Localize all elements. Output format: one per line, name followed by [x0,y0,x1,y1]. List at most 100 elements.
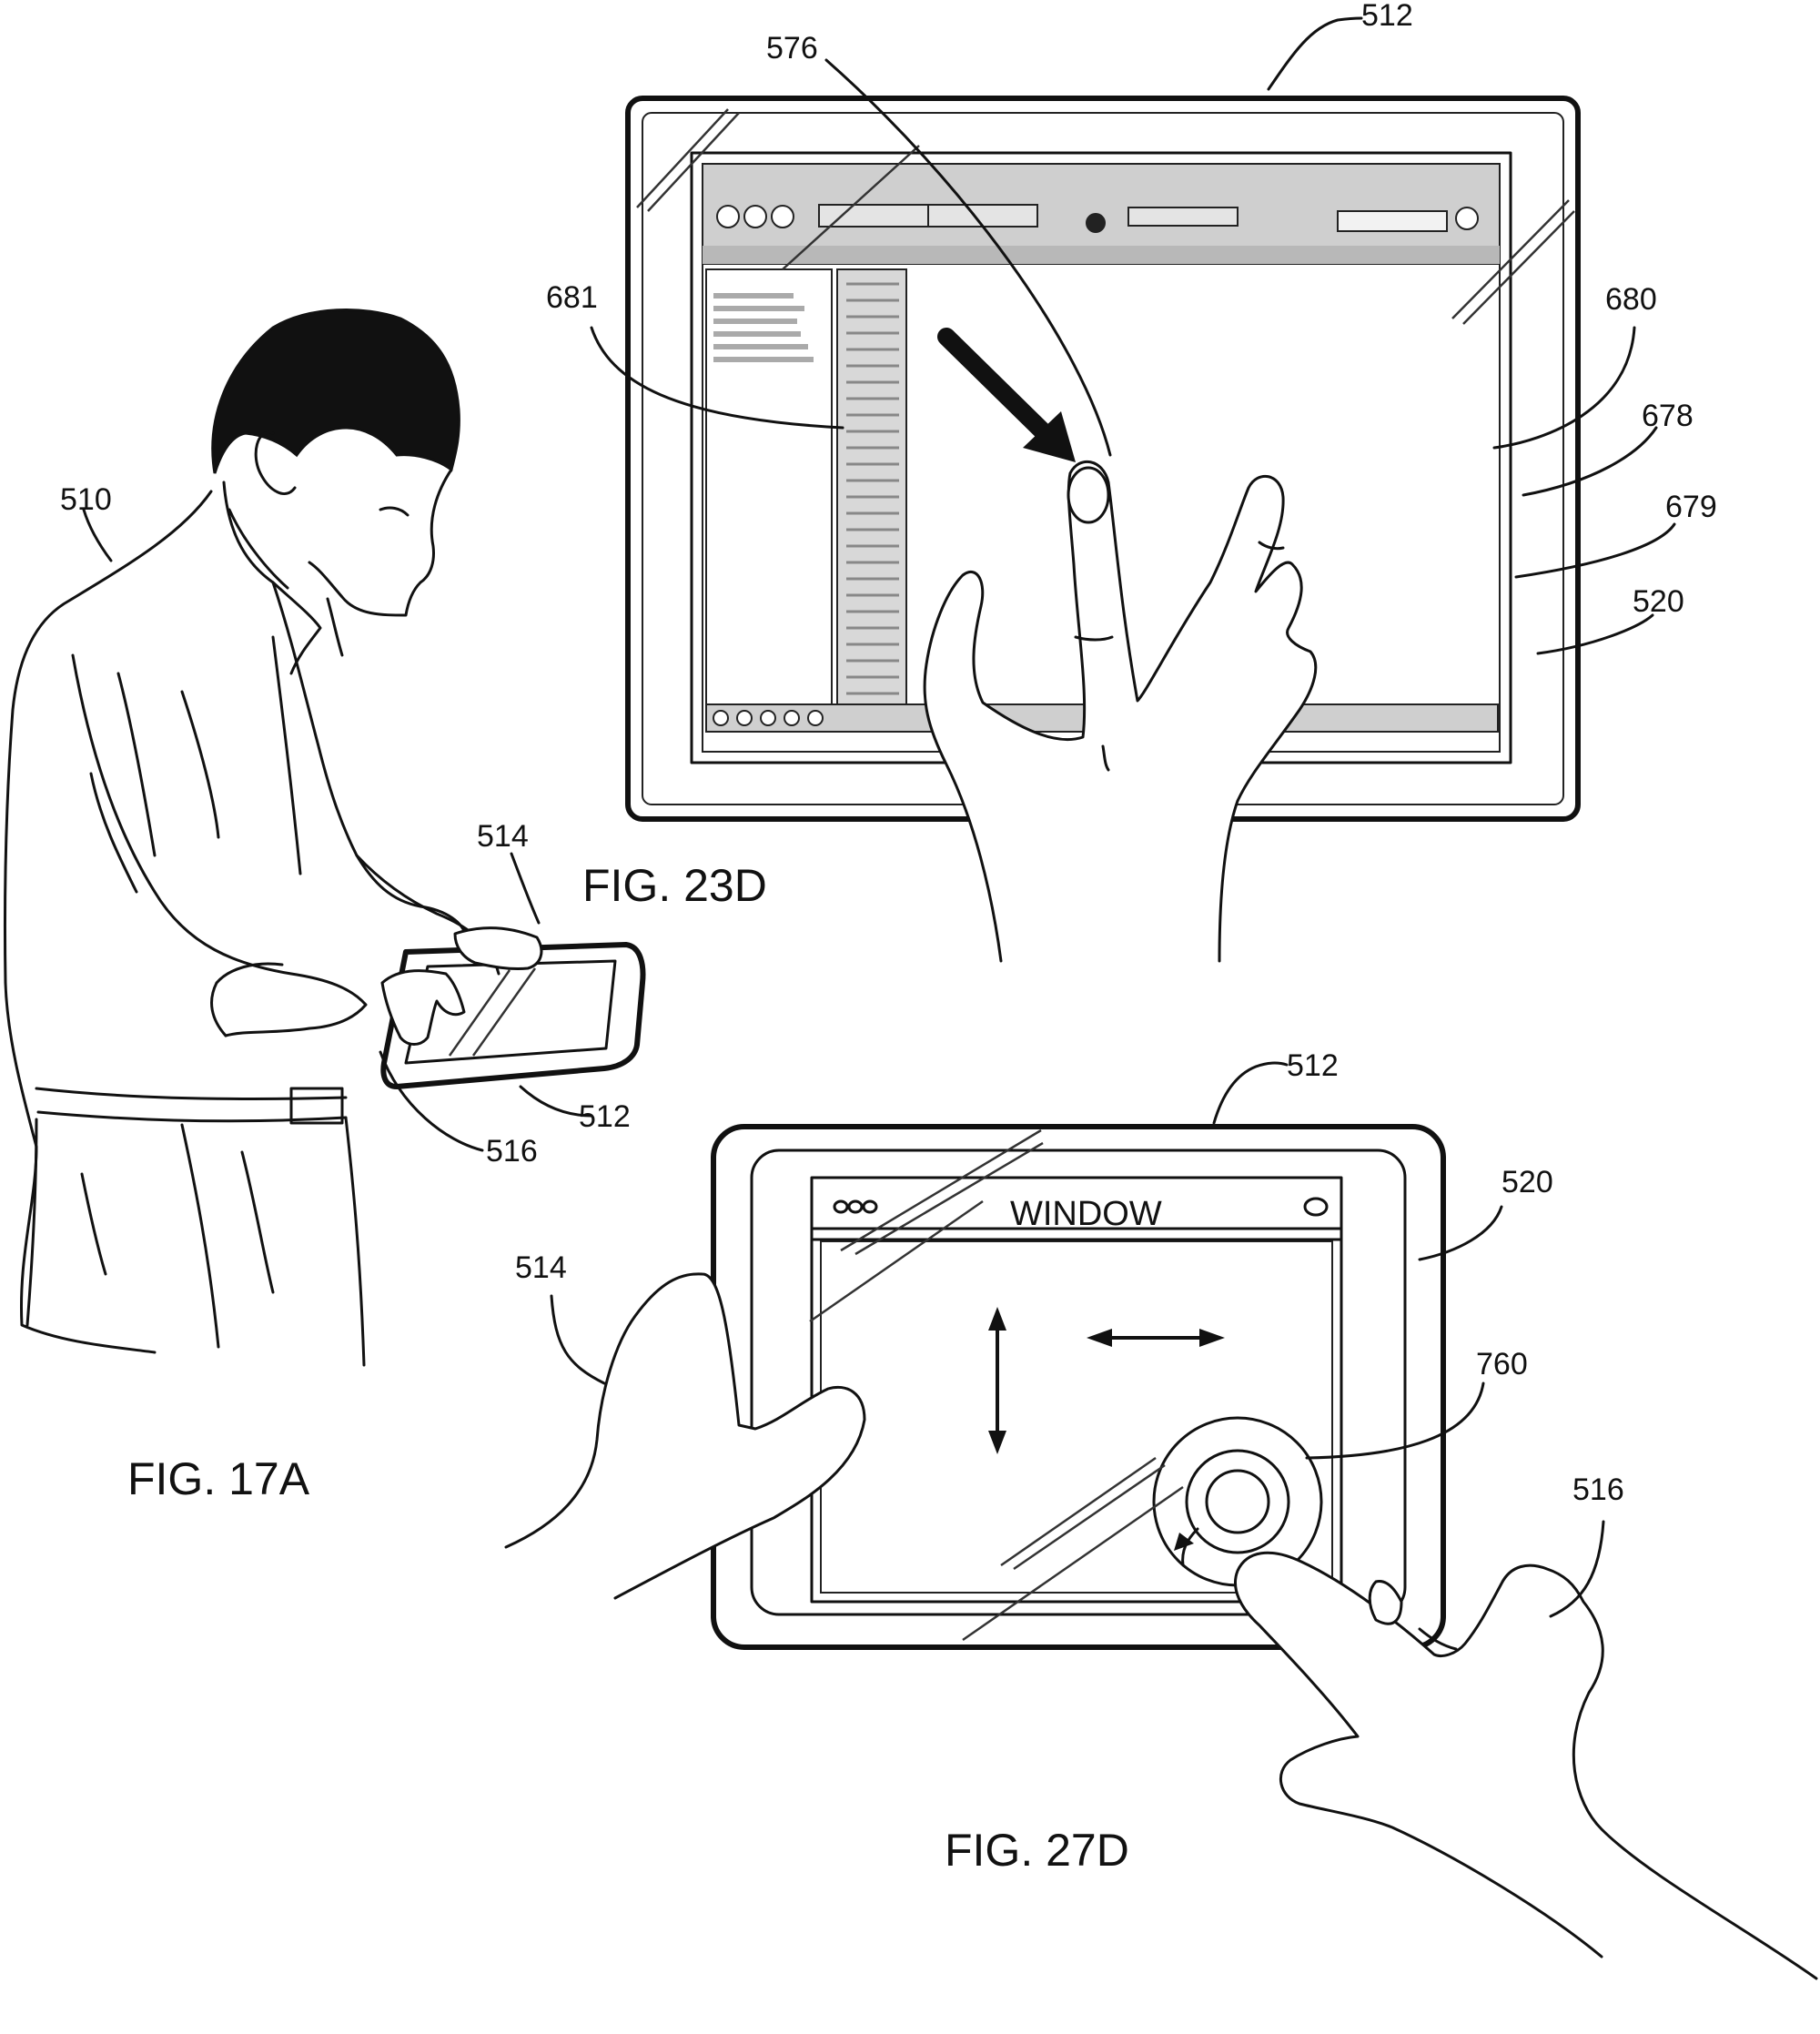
window-control-minimize[interactable] [847,1199,864,1214]
ref-516-17a: 516 [486,1134,538,1169]
person-neck [222,481,344,657]
ref-520-23d: 520 [1633,584,1684,619]
person-arm-left-cuff [210,962,284,1037]
hand-27d-right [1234,1551,1818,1980]
device-17a-body [380,942,646,1089]
leader-510 [82,508,113,562]
leader-680 [1492,326,1636,450]
person-face [308,468,453,617]
leader-520-27d [1418,1205,1503,1261]
ref-512-23d: 512 [1361,0,1413,33]
sidebar-item-4[interactable] [713,331,801,337]
leader-516-17a [379,1050,484,1152]
device-17a [380,942,646,1089]
toolbar-23d-strip [703,246,1500,264]
ref-510: 510 [60,482,112,517]
sidebar-item-3[interactable] [713,319,797,324]
bottom-button-4[interactable] [784,710,800,726]
hand-17a-holding [453,926,543,970]
window-control-close[interactable] [833,1199,849,1214]
sidebar-item-6[interactable] [713,357,814,362]
scroll-left-arrowhead [1087,1329,1112,1347]
finger-crease-3 [1101,744,1110,772]
device-17a-glare-2 [471,967,537,1057]
fig-23d: 512 576 681 680 678 679 520 FIG. 23D [546,0,1717,963]
glare-23d-2 [647,112,740,212]
ref-679: 679 [1665,490,1717,524]
fig-17a: 510 514 512 516 FIG. 17A [3,309,646,1504]
sidebar-item-1[interactable] [713,293,794,299]
toolbar-stop-button[interactable] [771,205,794,228]
apple-logo-icon [1086,213,1106,233]
sidebar-item-2[interactable] [713,306,804,311]
person-ear [254,430,297,495]
scroll-down-arrowhead [988,1431,1006,1454]
toolbar-search-icon[interactable] [1455,207,1479,230]
ref-678: 678 [1642,399,1694,433]
person-belt-buckle [289,1087,344,1125]
rotation-arrow [1181,1527,1199,1567]
toolbar-field-3[interactable] [1127,207,1239,227]
finger-crease-2 [1258,541,1285,551]
person-eye [379,506,410,517]
toolbar-back-button[interactable] [716,205,740,228]
direction-arrow-shaft [937,328,1056,444]
toolbar-search-field[interactable] [1337,210,1448,232]
person-belt [35,1087,348,1123]
window-control-zoom[interactable] [862,1199,878,1214]
caption-fig-17a: FIG. 17A [127,1453,310,1504]
person-arm-left [71,653,368,1037]
ref-512-17a: 512 [579,1099,631,1134]
toolbar-buttons-23d [716,204,1479,233]
bottom-button-5[interactable] [807,710,824,726]
fig-27d: WINDOW 512 520 514 [504,1048,1818,1980]
scroll-wheel-ring [1185,1449,1290,1554]
person-shirt-folds [89,635,302,894]
scroll-wheel-center[interactable] [1205,1469,1270,1534]
leader-512-top [1267,16,1363,91]
finger-crease-1 [1074,635,1114,642]
bottom-button-1[interactable] [713,710,729,726]
sidebar-23d [705,268,833,705]
glare-23d-5 [1462,210,1575,325]
person-hair [211,309,460,474]
glare-23d-4 [1451,199,1570,319]
arc-576 [824,58,1112,457]
leader-679 [1514,522,1676,579]
leader-514-17a [510,852,541,925]
glare-23d-3 [782,145,920,270]
window-controls [833,1199,878,1214]
device-17a-glare-1 [448,969,511,1057]
person-shirt-front [271,581,468,939]
ref-514-17a: 514 [477,819,529,854]
direction-arrow-head [1023,411,1076,462]
ref-681: 681 [546,280,598,315]
person-shirt-back [3,490,213,1354]
hand-23d [923,460,1318,963]
fingertip-23d [1067,466,1110,524]
ref-520-27d: 520 [1502,1165,1553,1199]
ref-516-27d: 516 [1572,1472,1624,1507]
bottom-button-3[interactable] [760,710,776,726]
toolbar-field-2[interactable] [927,204,1038,228]
rotation-arrowhead [1174,1533,1194,1551]
bottom-bar-buttons-23d [713,710,824,726]
hand-27d-right-finger [1368,1580,1403,1625]
hand-27d-left [504,1272,866,1600]
glare-27d-2 [854,1141,1044,1256]
leader-760 [1305,1381,1485,1460]
sidebar-23d-items [713,293,814,362]
window-resize-button[interactable] [1303,1197,1329,1217]
bottom-button-2[interactable] [736,710,753,726]
ref-514-27d: 514 [515,1250,567,1285]
toolbar-forward-button[interactable] [743,205,767,228]
leader-514-27d [550,1294,606,1385]
caption-fig-23d: FIG. 23D [582,860,767,911]
window-27d[interactable] [810,1176,1343,1604]
glare-27d-1 [840,1128,1042,1252]
glare-23d-1 [636,108,729,208]
leader-520-top [1536,613,1654,655]
sidebar-item-5[interactable] [713,344,808,349]
hand-17a-pointing [380,969,466,1046]
